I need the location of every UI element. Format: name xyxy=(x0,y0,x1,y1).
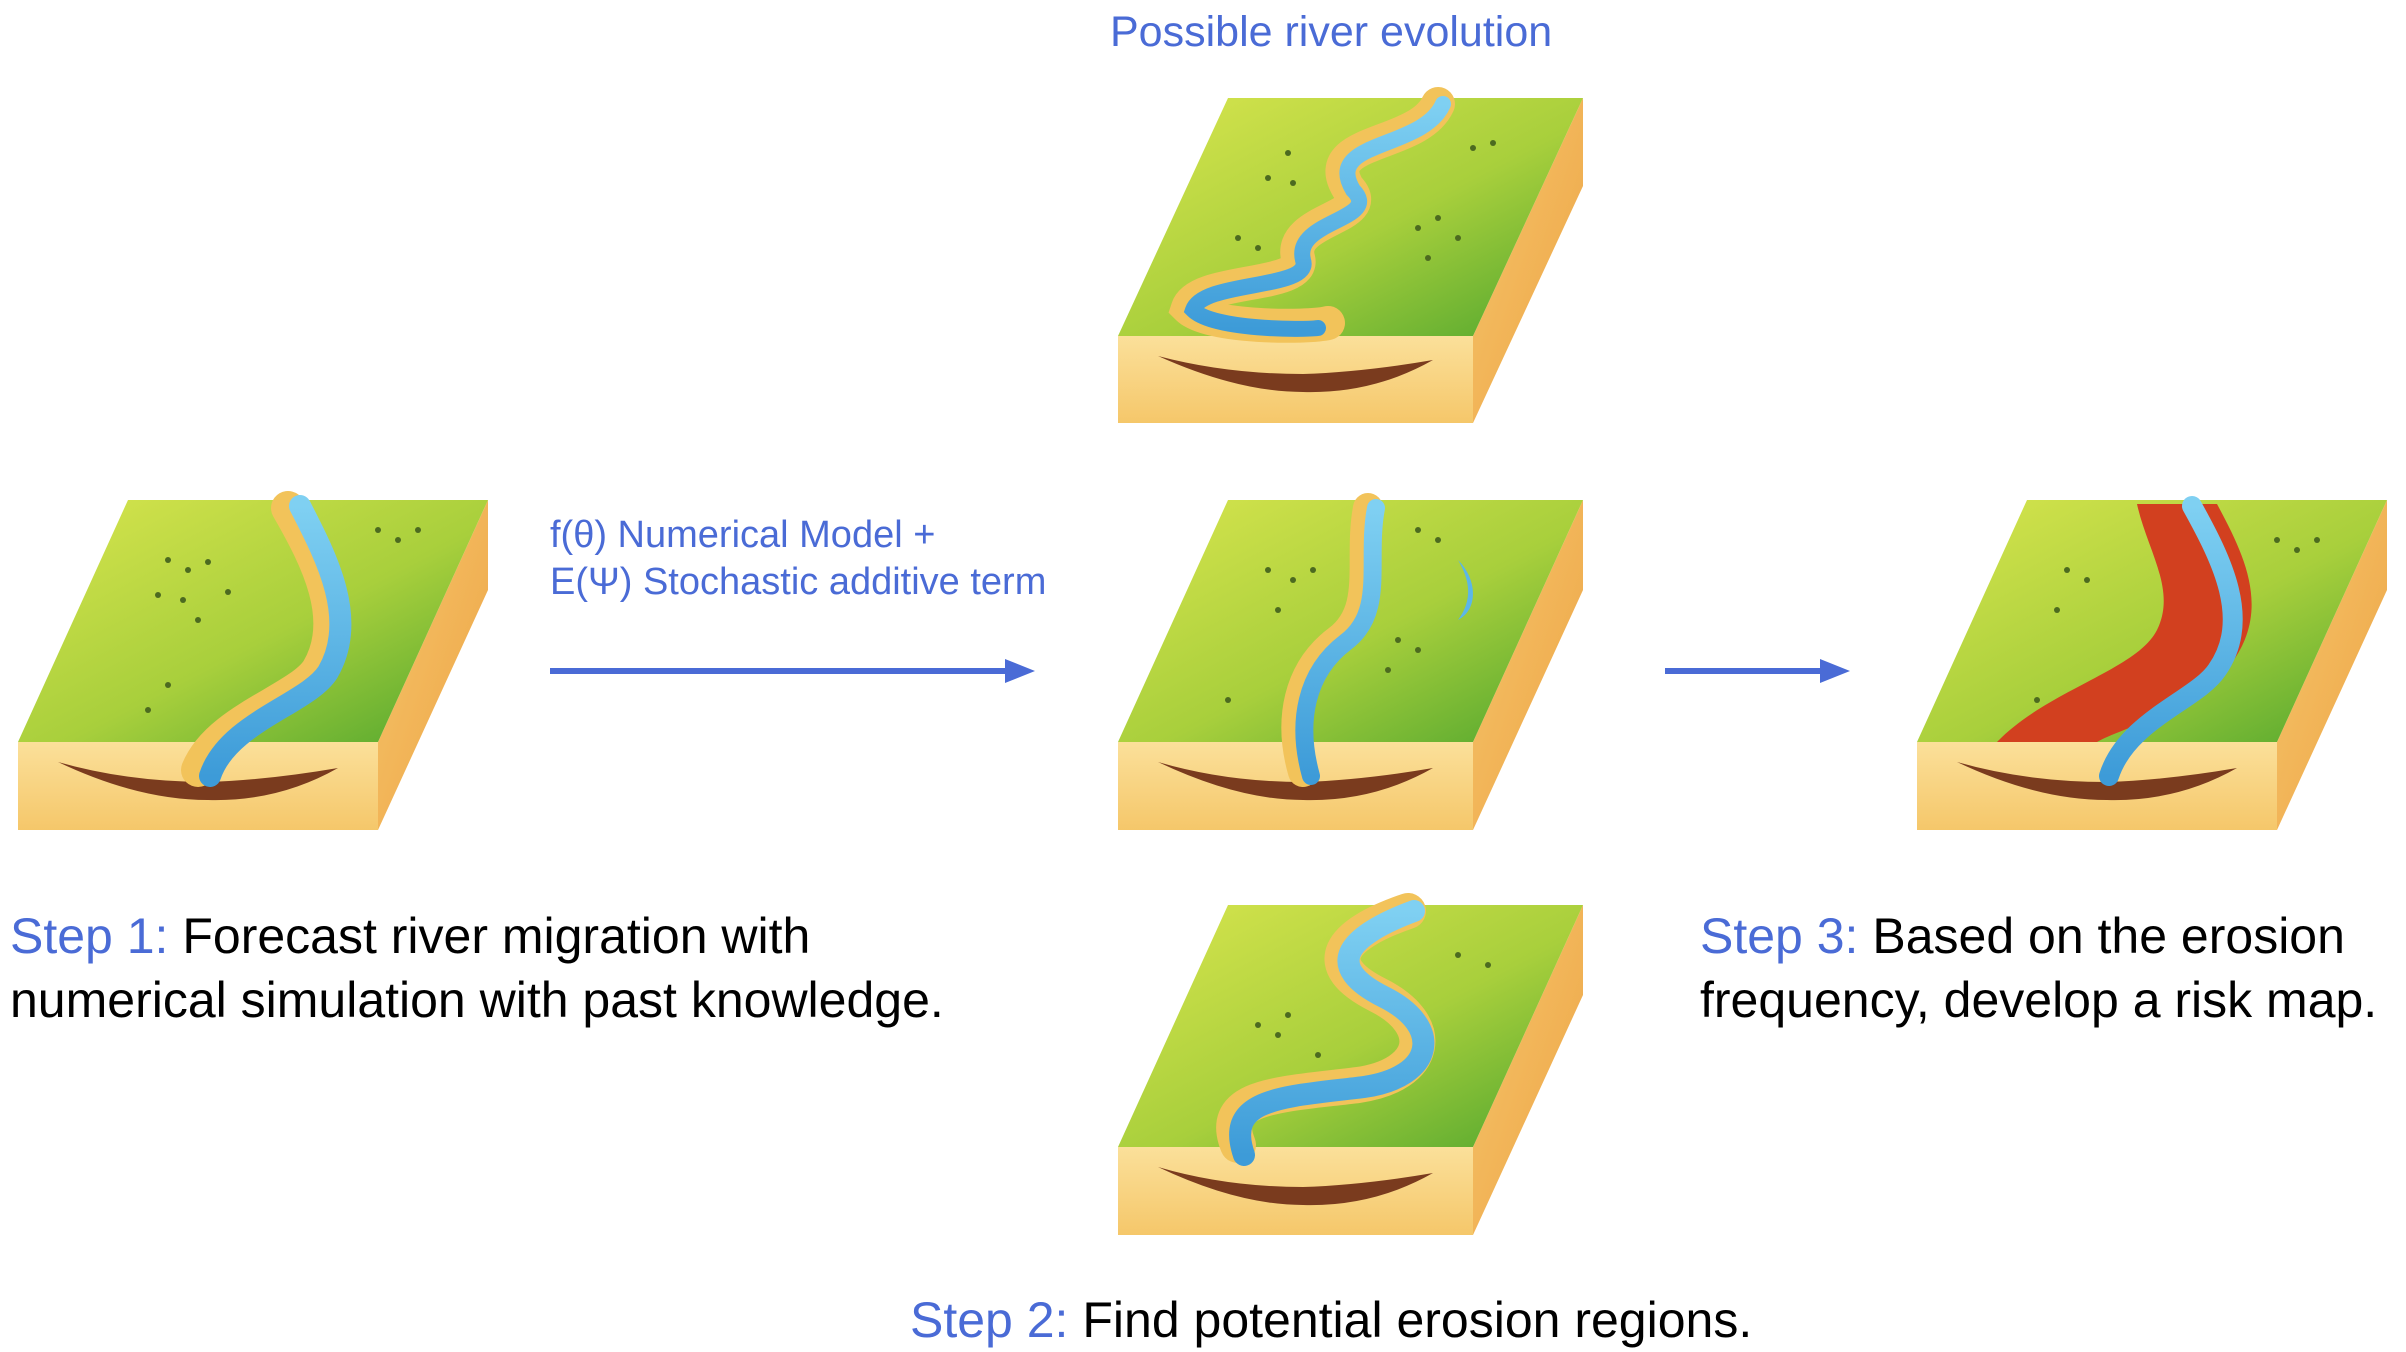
step-1-caption: Step 1: Forecast river migration with nu… xyxy=(10,904,944,1032)
block-side xyxy=(2277,500,2387,830)
arrow-right-icon xyxy=(550,659,1035,683)
block-top xyxy=(18,500,488,742)
step-2-prefix: Step 2: xyxy=(910,1292,1069,1348)
step-3-line2: frequency, develop a risk map. xyxy=(1700,972,2378,1028)
arrow-right-icon xyxy=(1665,659,1850,683)
risk-zone xyxy=(1997,504,2252,742)
step-1-line1: Forecast river migration with xyxy=(182,908,811,964)
block-side xyxy=(1473,905,1583,1235)
step-1-prefix: Step 1: xyxy=(10,908,169,964)
diagram-title: Possible river evolution xyxy=(1110,8,1553,56)
river xyxy=(1229,900,1435,1166)
river xyxy=(1295,499,1385,785)
step-3-line1: Based on the erosion xyxy=(1872,908,2345,964)
block-side xyxy=(378,500,488,830)
tree-dots xyxy=(1225,527,1441,703)
step-3-prefix: Step 3: xyxy=(1700,908,1859,964)
terrain-block-evolution-bottom xyxy=(1118,893,1583,1235)
terrain-block-risk-map xyxy=(1917,496,2387,830)
tree-dots xyxy=(1255,952,1491,1058)
block-soil xyxy=(1158,762,1433,801)
step-1-line2: numerical simulation with past knowledge… xyxy=(10,972,944,1028)
river xyxy=(199,495,352,787)
step-3-caption: Step 3: Based on the erosion frequency, … xyxy=(1700,904,2377,1032)
block-soil xyxy=(58,762,338,801)
tree-dots xyxy=(1235,140,1496,261)
block-soil xyxy=(1158,356,1433,393)
step-2-line1: Find potential erosion regions. xyxy=(1082,1292,1753,1348)
terrain-block-evolution-top xyxy=(1118,87,1583,423)
block-soil xyxy=(1957,762,2237,801)
block-soil xyxy=(1158,1167,1433,1206)
block-side xyxy=(1473,500,1583,830)
model-label: f(θ) Numerical Model + E(Ψ) Stochastic a… xyxy=(550,512,1046,606)
model-label-line1: f(θ) Numerical Model + xyxy=(550,514,936,556)
block-top xyxy=(1118,905,1583,1147)
model-label-line2: E(Ψ) Stochastic additive term xyxy=(550,561,1047,603)
terrain-block-current xyxy=(18,491,488,830)
tree-dots xyxy=(145,527,421,713)
step-2-caption: Step 2: Find potential erosion regions. xyxy=(910,1288,1752,1352)
block-side xyxy=(1473,98,1583,423)
oxbow-lake xyxy=(1458,560,1473,620)
tree-dots xyxy=(2034,537,2320,703)
terrain-block-evolution-middle xyxy=(1118,493,1583,830)
river xyxy=(2099,496,2243,786)
river xyxy=(1183,96,1451,337)
block-top xyxy=(1917,500,2387,742)
